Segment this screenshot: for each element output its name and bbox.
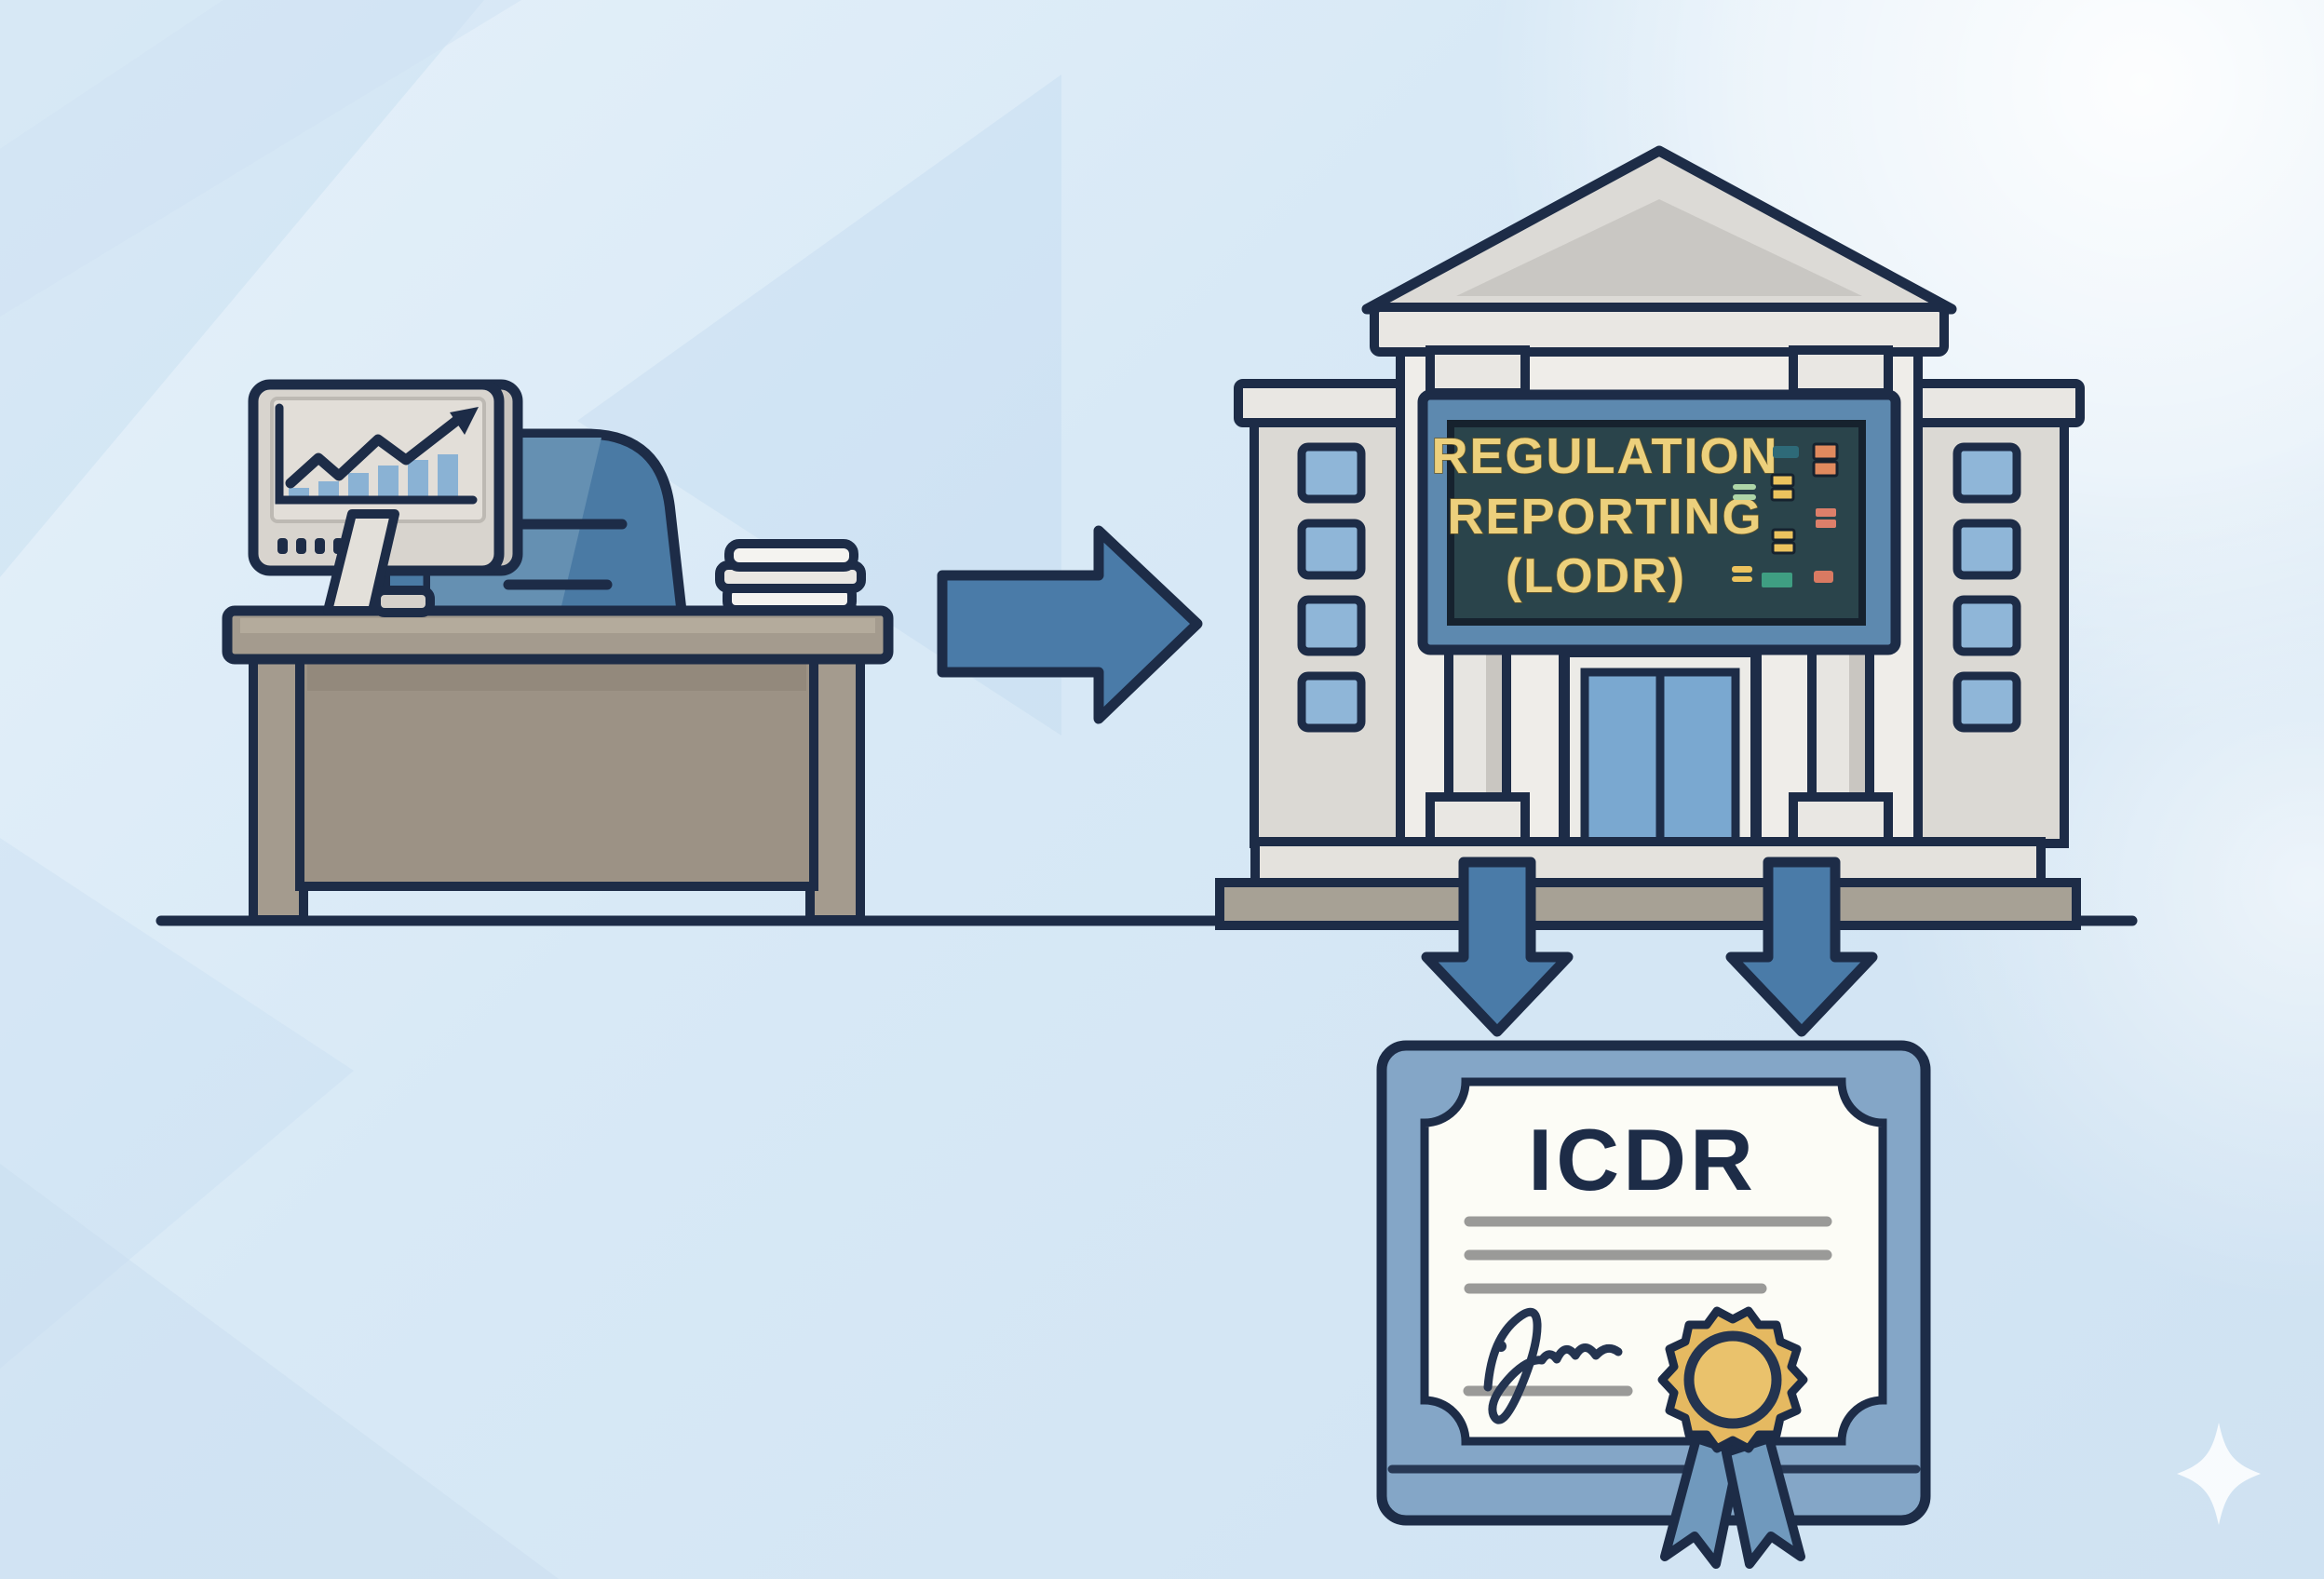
window-icon (1297, 519, 1366, 580)
window-icon (1952, 671, 2021, 733)
ticker-block-orange (1812, 442, 1839, 461)
background-triangle (0, 1164, 559, 1579)
ticker-block-yellow (1771, 528, 1796, 542)
sign-text-line1: REGULATION (1432, 428, 1779, 484)
background-triangle (577, 74, 1061, 736)
monitor-stand (323, 509, 399, 615)
column-base (1789, 792, 1893, 846)
desk-panel-shadow (307, 659, 806, 691)
ticker-block-salmon (1816, 520, 1836, 528)
monitor-button (277, 538, 288, 554)
sign-ticker-blocks (1732, 442, 1839, 587)
building-entablature (1370, 303, 1949, 357)
signature-dot (1495, 1341, 1507, 1352)
ticker-block-green (1762, 573, 1792, 587)
ticker-block-yellow (1770, 487, 1795, 502)
wing-cornice (1234, 379, 1418, 427)
flow-right-arrow-icon (937, 525, 1203, 724)
certificate-title: ICDR (1528, 1111, 1757, 1208)
sparkle-icon (2177, 1423, 2261, 1525)
window-icon (1297, 671, 1366, 733)
chart-bar (348, 473, 369, 498)
wing-windows (1297, 442, 1366, 733)
sign-text-line3: (LODR) (1506, 549, 1686, 603)
sign-text-line2: REPORTING (1447, 489, 1763, 545)
window-icon (1297, 442, 1366, 504)
analyst-desk-scene (222, 379, 894, 924)
window-icon (1297, 595, 1366, 656)
ticker-block-yellow (1770, 473, 1795, 488)
ticker-equals-green (1733, 484, 1756, 490)
window-icon (1952, 442, 2021, 504)
column-capital (1789, 345, 1893, 398)
chart-bar (408, 460, 428, 498)
building-step-upper (1250, 837, 2046, 889)
seal-inner-ring (1683, 1330, 1782, 1429)
chart-bar (378, 466, 399, 498)
wing-cornice (1900, 379, 2085, 427)
building-right-wing (1900, 379, 2085, 848)
ticker-equals-green (1733, 494, 1756, 500)
chart-axes (275, 403, 478, 505)
column-base (1425, 792, 1530, 846)
column-capital (1425, 345, 1530, 398)
ticker-block-salmon (1816, 508, 1836, 517)
building-left-wing (1234, 379, 1418, 848)
ticker-equals-yellow (1732, 576, 1752, 582)
flow-down-arrow-left-icon (1421, 857, 1574, 1037)
monitor-icon (248, 379, 523, 617)
signature (1483, 1307, 1623, 1424)
monitor-button (315, 538, 325, 554)
window-icon (1952, 519, 2021, 580)
desk-panel (295, 649, 818, 891)
desk-top (222, 605, 894, 665)
desk-top-highlight (240, 618, 875, 633)
monitor-button (296, 538, 306, 554)
monitor-stand-foot (372, 586, 435, 617)
chart-bar (438, 454, 458, 498)
ticker-equals-yellow (1732, 566, 1752, 573)
regulator-building: REGULATION REPORTING (LODR) (1215, 145, 2085, 930)
icdr-certificate: ICDR (1376, 1040, 1931, 1569)
growth-chart-icon (275, 403, 479, 505)
chart-bar (289, 488, 309, 498)
wing-windows (1952, 442, 2021, 733)
ticker-block-orange (1812, 460, 1839, 478)
pediment-inner-triangle (1456, 199, 1862, 296)
book (724, 539, 858, 572)
chart-bar (318, 481, 339, 498)
window-icon (1952, 595, 2021, 656)
entrance-door (1559, 646, 1762, 851)
chart-arrowhead (450, 407, 479, 435)
award-seal-icon (1657, 1306, 1808, 1569)
certificate-text-lines (1463, 1216, 1832, 1397)
background-triangle (0, 0, 521, 317)
ticker-block-salmon (1814, 571, 1833, 583)
ticker-block-yellow (1771, 541, 1796, 555)
ticker-block-teal (1773, 446, 1799, 458)
building-step-lower (1215, 878, 2081, 930)
chart-trend-line (285, 412, 466, 489)
desk (222, 605, 894, 924)
seal-ribbon-right (1722, 1434, 1805, 1569)
flow-down-arrow-right-icon (1725, 857, 1878, 1037)
signature-scribble (1483, 1307, 1623, 1424)
regulation-signboard: REGULATION REPORTING (LODR) (1417, 389, 1901, 655)
